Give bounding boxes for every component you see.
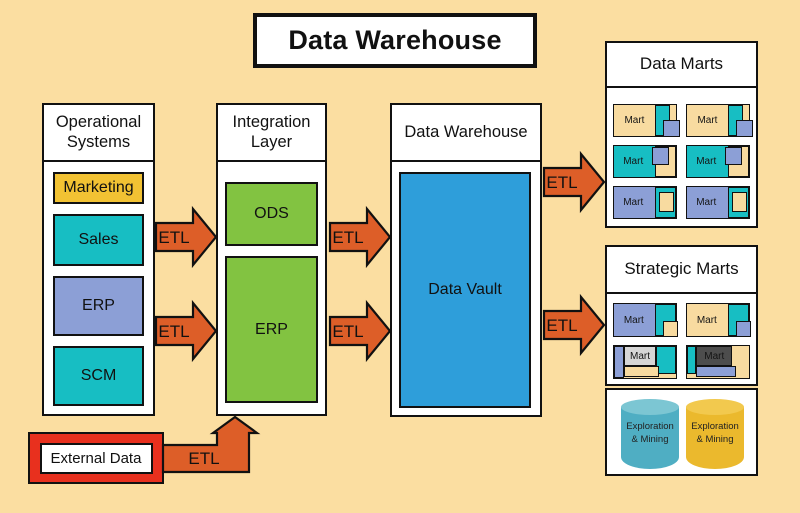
system-box-erp: ERP [53,276,144,336]
mart-tile: Mart [686,104,753,137]
etl-label: ETL [546,316,577,335]
mart-tile-label: Mart [624,115,645,126]
integration-layer-body: ODS ERP [216,160,327,416]
data-marts-title: Data Marts [639,54,724,74]
etl-arrow-integration-to-dw-2: ETL [328,299,392,363]
data-warehouse-title: Data Warehouse [404,122,528,141]
mart-tile-layer [735,119,753,137]
etl-arrow-dw-to-strategic-marts: ETL [542,293,606,357]
mart-tile-layer [735,320,752,337]
integration-box-ods: ODS [225,182,318,246]
mart-tile-layer [662,320,679,337]
mart-tile-label: Mart [623,346,657,367]
mart-tile-label: Mart [696,346,733,367]
arrow-shape [328,205,392,269]
etl-label: ETL [332,322,363,341]
data-warehouse-body: Data Vault [390,160,542,417]
exploration-mining-box: Exploration & Mining Exploration & Minin… [605,388,758,476]
diagram-title: Data Warehouse [288,25,502,55]
integration-layer-header: Integration Layer [216,103,327,162]
etl-label: ETL [546,173,577,192]
mart-tile: Mart [613,186,677,219]
mart-tile: Mart [613,303,679,337]
mart-tile-label: Mart [623,197,644,208]
arrow-shape [542,150,606,214]
arrow-shape [161,415,261,474]
arrow-shape [328,299,392,363]
etl-label: ETL [158,228,189,247]
integration-layer-title: Integration Layer [232,112,311,151]
mart-tile-layer [696,365,736,377]
mart-tile: Mart [686,345,750,379]
diagram-title-box: Data Warehouse [253,13,537,68]
data-warehouse-header: Data Warehouse [390,103,542,162]
mart-tile-layer [656,346,676,374]
mart-tile: Mart [613,345,677,379]
mart-tile-label: Mart [697,115,718,126]
data-marts-header: Data Marts [605,41,758,88]
external-data-frame: External Data [28,432,164,484]
operational-systems-title: Operational Systems [55,112,142,151]
cylinder-cap [621,399,679,415]
cylinder-label: Exploration & Mining [691,421,739,445]
etl-arrow-ops-to-integration-2: ETL [154,299,218,363]
mart-tile-label: Mart [696,197,717,208]
mart-tile: Mart [686,145,750,178]
mart-tile: Mart [613,145,677,178]
cylinder-cap [686,399,744,415]
cylinder-label: Exploration & Mining [626,421,674,445]
strategic-marts-header: Strategic Marts [605,245,758,294]
mart-tile-layer [732,191,747,213]
exploration-mining-cylinder-gold: Exploration & Mining [686,399,744,469]
etl-label: ETL [188,449,219,468]
mart-tile-label: Mart [696,314,717,326]
system-box-sales: Sales [53,214,144,266]
mart-tile-layer [623,365,659,378]
arrow-shape [154,205,218,269]
arrow-shape [154,299,218,363]
mart-tile-layer [651,147,669,166]
etl-arrow-integration-to-dw-1: ETL [328,205,392,269]
mart-tile: Mart [613,104,680,137]
mart-tile-layer [659,191,674,213]
mart-tile-layer [687,346,697,375]
mart-tile: Mart [686,303,752,337]
etl-arrow-external-to-integration: ETL [161,415,261,474]
arrow-shape [542,293,606,357]
mart-tile-label: Mart [623,156,644,167]
etl-arrow-ops-to-integration-1: ETL [154,205,218,269]
mart-tile-label: Mart [623,314,644,326]
cylinder-body [686,407,744,469]
mart-tile-layer [724,147,742,166]
etl-arrow-dw-to-data-marts: ETL [542,150,606,214]
data-vault-box: Data Vault [399,172,531,408]
operational-systems-body: Marketing Sales ERP SCM [42,160,155,416]
mart-tile: Mart [686,186,750,219]
mart-tile-label: Mart [696,156,717,167]
etl-label: ETL [158,322,189,341]
mart-tile-layer [662,119,680,137]
external-data-box: External Data [39,442,153,474]
etl-label: ETL [332,228,363,247]
cylinder-body [621,407,679,469]
exploration-mining-cylinder-teal: Exploration & Mining [621,399,679,469]
operational-systems-header: Operational Systems [42,103,155,162]
system-box-marketing: Marketing [53,172,144,204]
strategic-marts-title: Strategic Marts [624,259,739,279]
system-box-scm: SCM [53,346,144,406]
mart-tile-layer [614,346,624,378]
integration-box-erp: ERP [225,256,318,403]
